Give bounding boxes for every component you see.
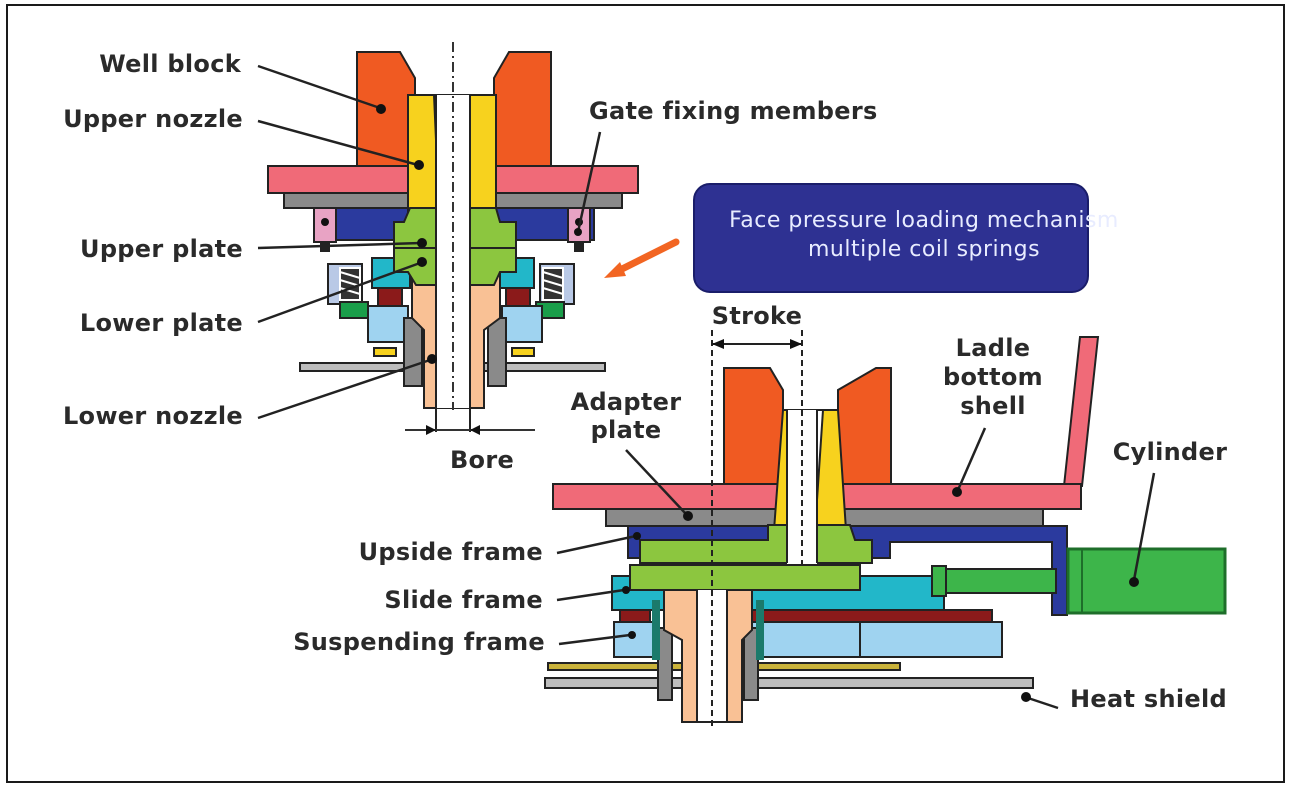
label-lower-plate: Lower plate <box>80 309 243 337</box>
left-coil-spring-r <box>542 267 564 301</box>
label-upper-nozzle: Upper nozzle <box>63 105 243 133</box>
label-stroke: Stroke <box>712 302 802 330</box>
callout-line-1: Face pressure loading mechanism <box>729 208 1119 233</box>
label-heat-shield: Heat shield <box>1070 685 1227 713</box>
label-well-block: Well block <box>99 50 242 78</box>
callout-line-2: multiple coil springs <box>808 237 1040 262</box>
label-ladle-bottom-shell-3: shell <box>960 392 1026 420</box>
label-slide-frame: Slide frame <box>384 586 543 614</box>
cylinder-rod <box>943 568 1057 594</box>
callout-box: Face pressure loading mechanism multiple… <box>693 183 1119 293</box>
right-heat-shield <box>544 677 1034 689</box>
left-well-block-r <box>493 51 552 167</box>
label-bore: Bore <box>450 446 514 474</box>
label-adapter-plate-2: plate <box>591 416 662 444</box>
label-upside-frame: Upside frame <box>359 538 543 566</box>
label-suspending-frame: Suspending frame <box>293 628 545 656</box>
right-assembly <box>544 330 1227 730</box>
label-gate-fixing-members: Gate fixing members <box>589 97 878 125</box>
right-suspending-frame-l <box>613 621 657 658</box>
stroke-dimension <box>712 339 802 349</box>
label-cylinder: Cylinder <box>1113 438 1228 466</box>
label-ladle-bottom-shell-2: bottom <box>943 363 1043 391</box>
label-upper-plate: Upper plate <box>80 235 243 263</box>
right-well-block-l <box>723 367 784 485</box>
label-lower-nozzle: Lower nozzle <box>63 402 243 430</box>
label-ladle-bottom-shell-1: Ladle <box>956 334 1031 362</box>
left-coil-spring-l <box>339 267 361 301</box>
left-assembly <box>267 42 639 435</box>
callout-arrow-icon <box>604 238 680 278</box>
right-suspending-frame-r <box>751 621 1003 658</box>
cylinder-body <box>1066 547 1227 615</box>
right-ladle-wall <box>1062 336 1100 487</box>
bore-dimension <box>405 425 535 435</box>
label-adapter-plate-1: Adapter <box>571 388 682 416</box>
right-well-block-r <box>837 367 892 485</box>
